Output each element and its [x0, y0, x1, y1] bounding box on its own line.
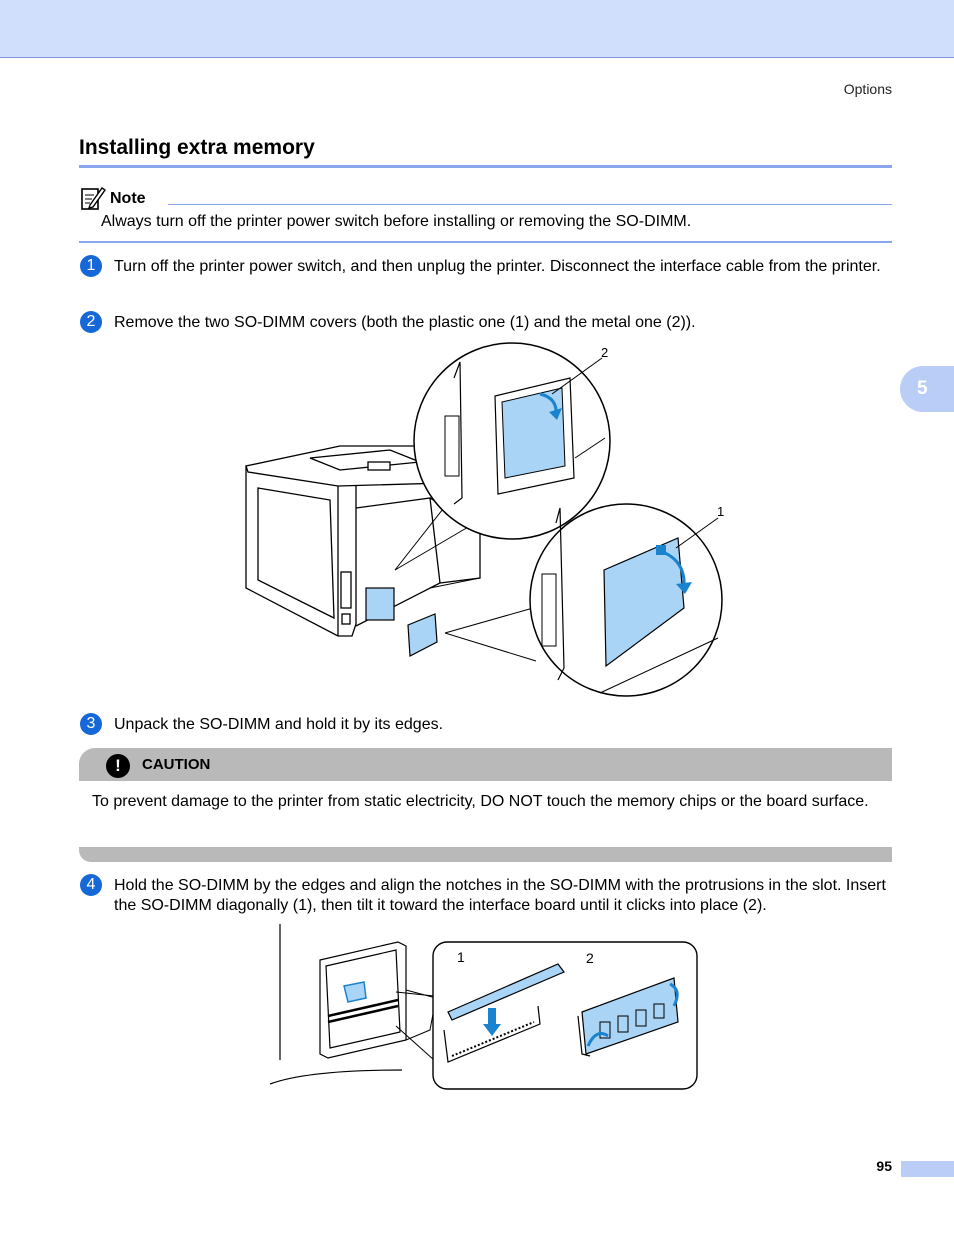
note-icon — [81, 187, 106, 210]
figure1-callout-2: 2 — [601, 345, 608, 360]
zoom-circle-plastic-cover — [529, 503, 723, 697]
figure-install-sodimm: 1 2 — [269, 924, 698, 1090]
caution-label: CAUTION — [142, 756, 211, 773]
figure2-callout-2: 2 — [586, 950, 594, 966]
step-3-text: Unpack the SO-DIMM and hold it by its ed… — [114, 716, 444, 733]
exclamation-icon: ! — [106, 754, 130, 778]
caution-footer-bar — [79, 847, 892, 862]
running-header: Options — [843, 81, 892, 97]
removed-plastic-cover — [407, 613, 438, 657]
step-2-bullet: 2 — [80, 311, 102, 333]
step-4-bullet: 4 — [80, 874, 102, 896]
note-rule — [168, 204, 892, 205]
section-title: Installing extra memory — [79, 136, 315, 159]
step-3-bullet: 3 — [80, 713, 102, 735]
caution-text: To prevent damage to the printer from st… — [92, 793, 869, 810]
figure2-callout-1: 1 — [457, 949, 465, 965]
caution-header-bar — [79, 748, 892, 781]
note-rule-bottom — [79, 241, 892, 243]
figure1-callout-1: 1 — [717, 504, 724, 519]
chapter-tab: 5 — [900, 366, 954, 412]
zoom-detail-box — [432, 941, 698, 1090]
figure-remove-covers: 2 1 — [245, 342, 724, 697]
sodimm-diagonal-insert — [443, 963, 565, 1063]
step-2-text: Remove the two SO-DIMM covers (both the … — [114, 314, 696, 331]
page-number-tab — [901, 1161, 954, 1177]
zoom-circle-metal-cover — [413, 342, 611, 540]
title-rule — [79, 165, 892, 168]
sodimm-tilted-in-place — [577, 977, 679, 1057]
interface-board-illustration — [269, 924, 437, 1085]
step-4-text: Hold the SO-DIMM by the edges and align … — [114, 877, 886, 914]
step-1-text: Turn off the printer power switch, and t… — [114, 258, 881, 275]
note-label: Note — [110, 190, 146, 207]
plastic-cover-slot — [365, 587, 395, 621]
top-header-band — [0, 0, 954, 58]
step-1-bullet: 1 — [80, 255, 102, 277]
page-number: 95 — [876, 1158, 892, 1174]
note-text: Always turn off the printer power switch… — [101, 213, 692, 230]
